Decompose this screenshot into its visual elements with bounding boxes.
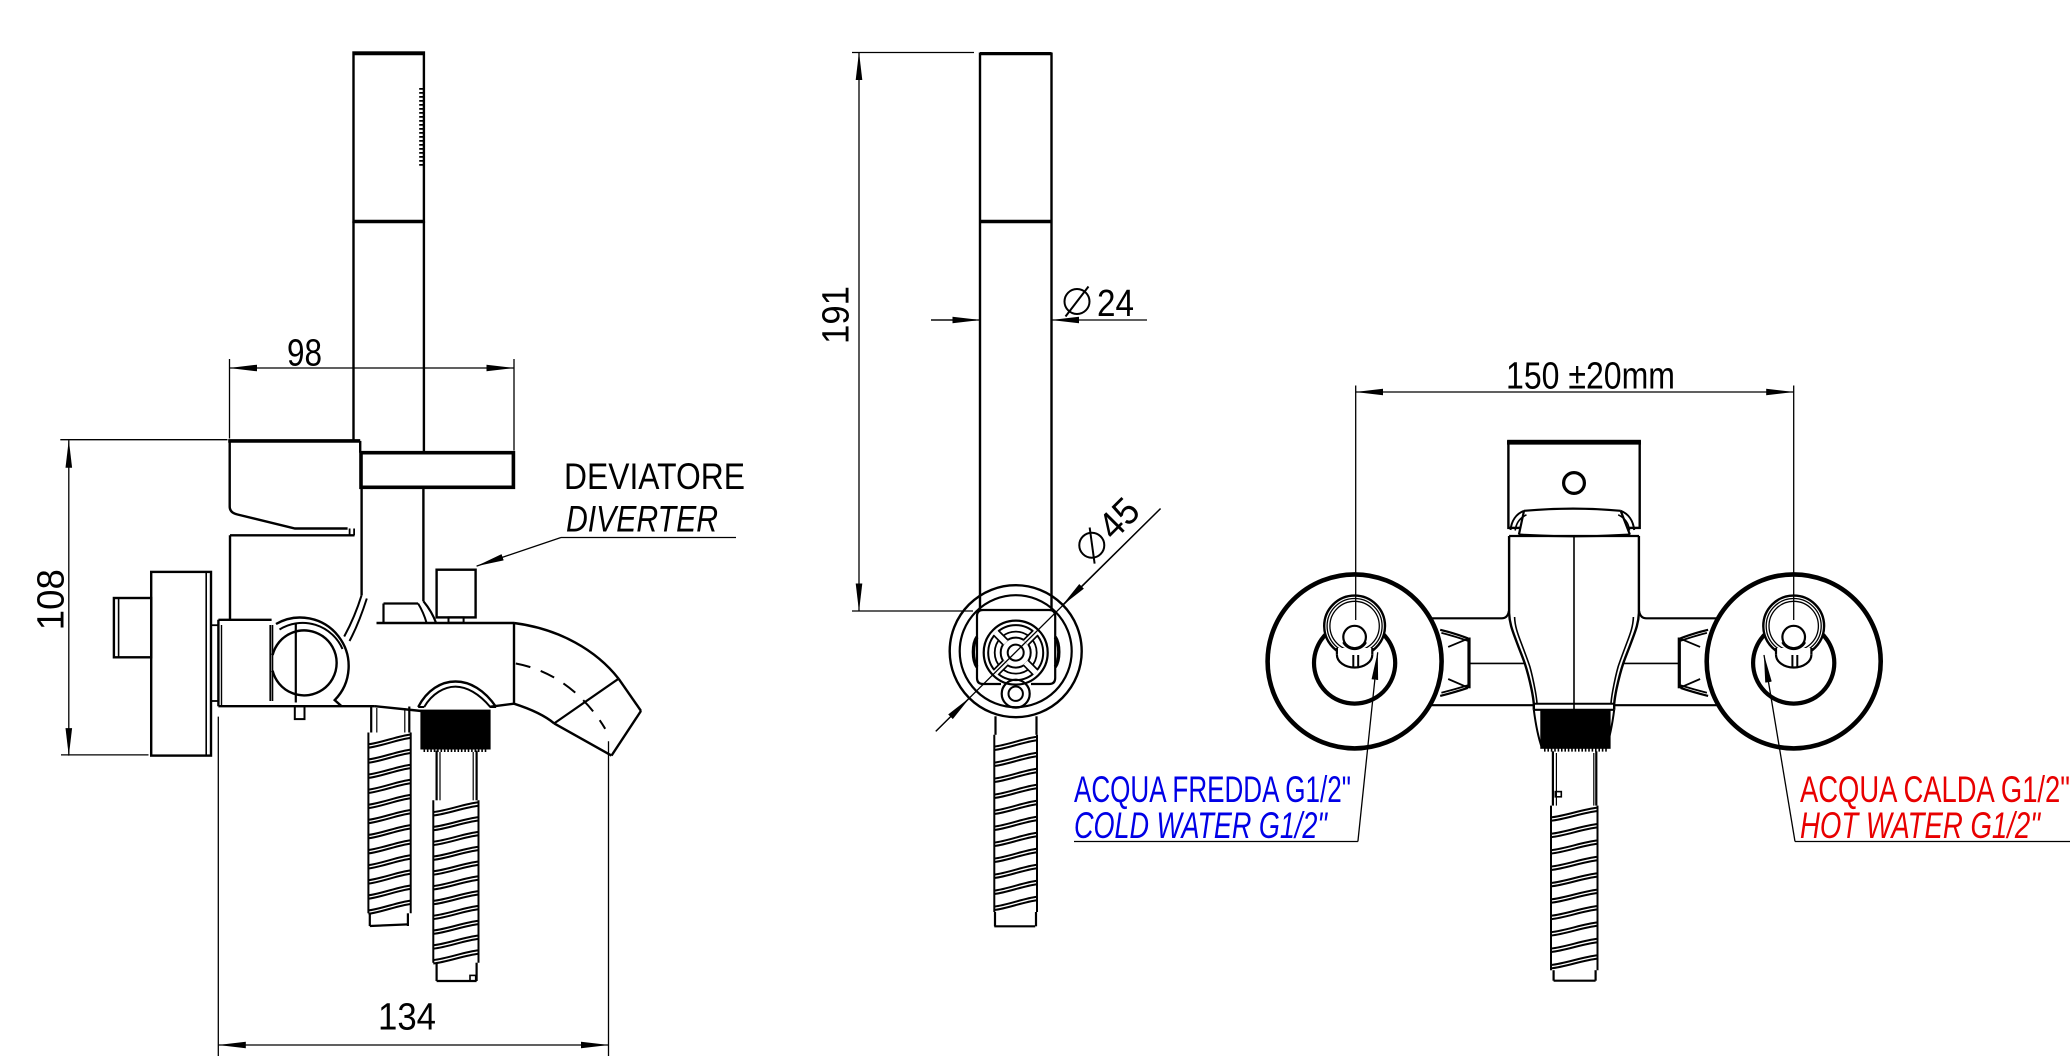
svg-text:COLD WATER G1/2": COLD WATER G1/2" <box>1074 805 1328 846</box>
svg-text:HOT WATER G1/2": HOT WATER G1/2" <box>1800 805 2041 846</box>
svg-text:DEVIATORE: DEVIATORE <box>564 456 745 497</box>
svg-text:98: 98 <box>287 333 322 375</box>
svg-text:134: 134 <box>378 997 436 1039</box>
svg-text:DIVERTER: DIVERTER <box>566 499 718 540</box>
svg-text:150 ±20mm: 150 ±20mm <box>1506 356 1675 398</box>
svg-text:108: 108 <box>31 569 73 630</box>
svg-text:191: 191 <box>816 286 858 344</box>
svg-text:24: 24 <box>1097 283 1134 325</box>
svg-text:ACQUA FREDDA G1/2": ACQUA FREDDA G1/2" <box>1074 769 1351 810</box>
svg-text:ACQUA CALDA G1/2": ACQUA CALDA G1/2" <box>1800 769 2070 810</box>
